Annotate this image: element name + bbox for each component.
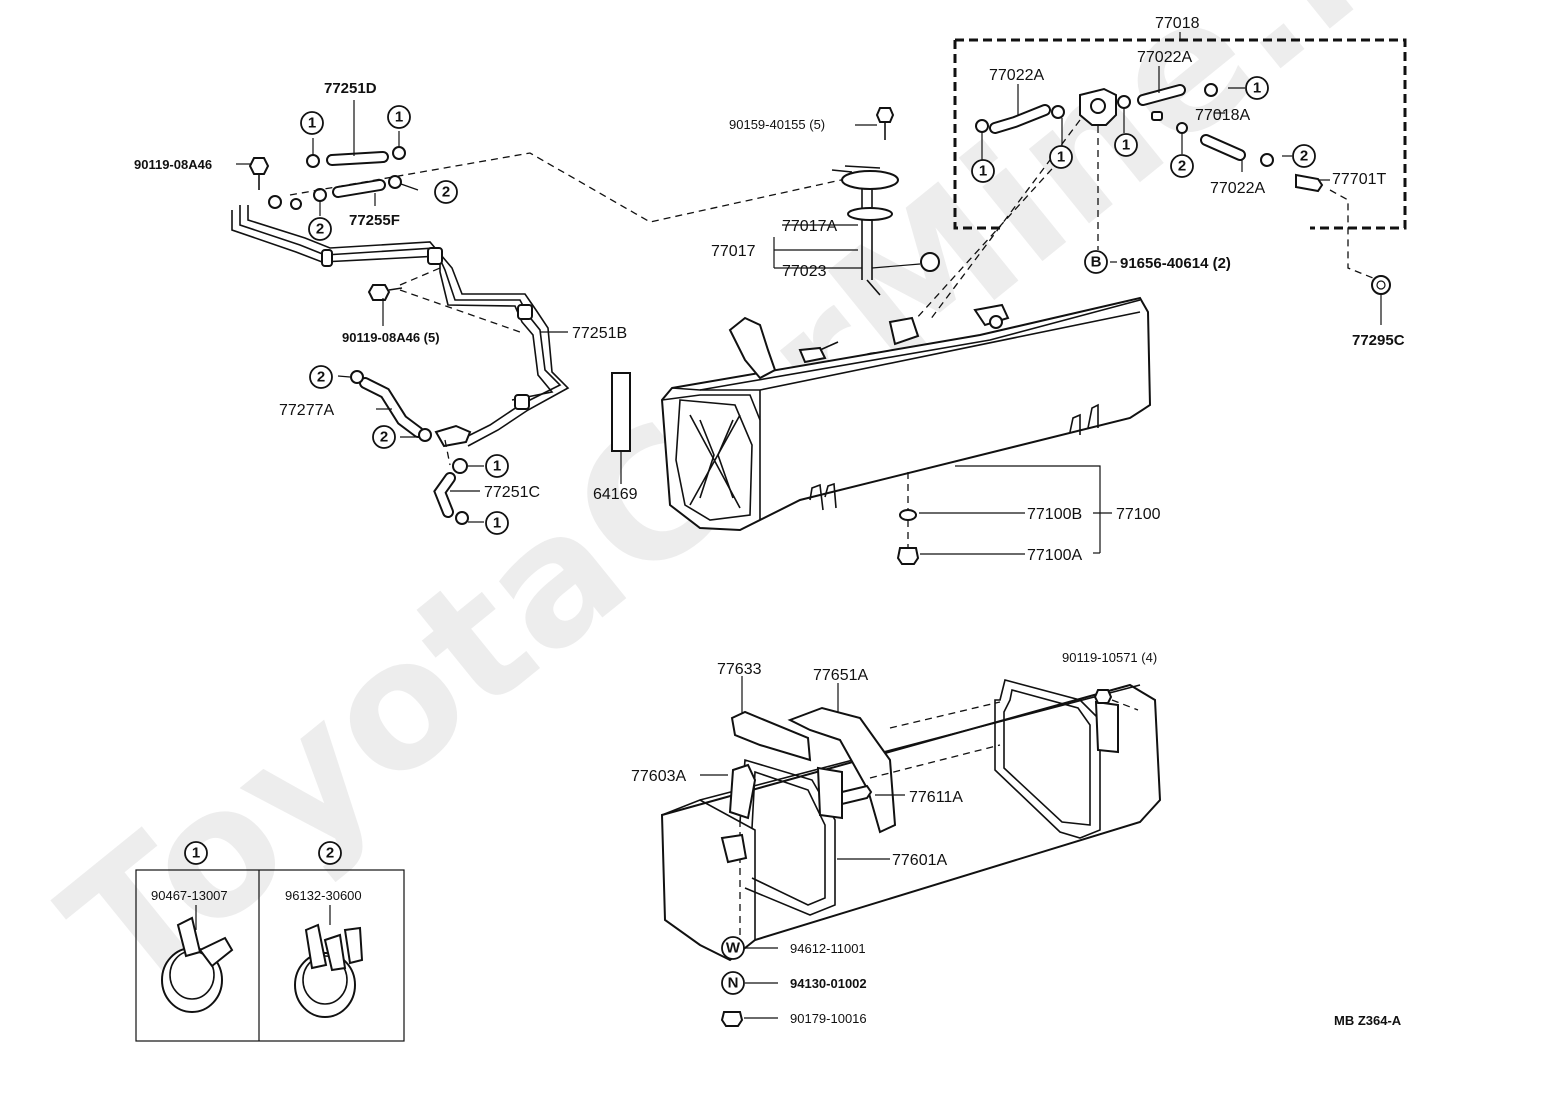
svg-text:2: 2	[380, 429, 388, 446]
label-77017A: 77017A	[782, 218, 837, 235]
legend-marker-2: 2	[318, 841, 342, 865]
label-91656-40614: 91656-40614 (2)	[1120, 255, 1231, 272]
svg-text:2: 2	[442, 184, 450, 201]
svg-text:1: 1	[308, 115, 316, 132]
label-77277A: 77277A	[279, 402, 334, 419]
label-94130-01002: 94130-01002	[790, 976, 867, 991]
legend-marker-1: 1	[184, 841, 208, 865]
label-77100: 77100	[1116, 506, 1161, 523]
label-90159-40155: 90159-40155 (5)	[729, 117, 825, 132]
label-94612-11001: 94612-11001	[790, 941, 866, 956]
marker-1-b: 1	[387, 105, 411, 129]
label-77022A-left: 77022A	[989, 67, 1044, 84]
svg-text:W: W	[726, 940, 741, 957]
label-77601A: 77601A	[892, 852, 947, 869]
label-77633: 77633	[717, 661, 762, 678]
marker-2-e: 2	[1170, 154, 1194, 178]
vent-assembly	[914, 32, 1407, 325]
marker-1-g: 1	[1114, 133, 1138, 157]
fuel-line-assembly	[231, 100, 851, 525]
label-90119-08A46-5: 90119-08A46 (5)	[342, 330, 440, 345]
label-90119-10571: 90119-10571 (4)	[1062, 650, 1157, 665]
svg-text:1: 1	[192, 845, 200, 862]
label-77611A: 77611A	[909, 789, 963, 806]
svg-text:2: 2	[1178, 158, 1186, 175]
label-77100A: 77100A	[1027, 547, 1082, 564]
label-77017: 77017	[711, 243, 756, 260]
marker-1-h: 1	[1245, 76, 1269, 100]
label-77651A: 77651A	[813, 667, 868, 684]
svg-text:2: 2	[1300, 148, 1308, 165]
label-90179-10016: 90179-10016	[790, 1011, 867, 1026]
marker-w: W	[721, 936, 745, 960]
svg-text:B: B	[1091, 254, 1102, 271]
marker-1-c: 1	[485, 454, 509, 478]
marker-2-d: 2	[372, 425, 396, 449]
marker-b: B	[1084, 250, 1108, 274]
label-77100B: 77100B	[1027, 506, 1082, 523]
fuel-tank	[660, 296, 1152, 565]
label-77018A: 77018A	[1195, 107, 1250, 124]
label-77701T: 77701T	[1332, 171, 1386, 188]
svg-text:1: 1	[493, 515, 501, 532]
svg-text:1: 1	[979, 163, 987, 180]
svg-text:1: 1	[1253, 80, 1261, 97]
label-77251C: 77251C	[484, 484, 540, 501]
clamp-type-2-icon	[294, 923, 364, 1018]
svg-text:N: N	[728, 975, 739, 992]
marker-n: N	[721, 971, 745, 995]
clamp-legend: 1 2 90467-13007 96132-30600	[135, 841, 405, 1042]
label-77251D: 77251D	[324, 80, 377, 97]
marker-1-e: 1	[971, 159, 995, 183]
tank-mounting-assembly	[660, 676, 1162, 1027]
legend-clamp2-part: 96132-30600	[285, 888, 362, 903]
label-77255F: 77255F	[349, 212, 400, 229]
marker-1-f: 1	[1049, 145, 1073, 169]
svg-text:1: 1	[493, 458, 501, 475]
drawing-code: MB Z364-A	[1334, 1013, 1402, 1028]
marker-1-d: 1	[485, 511, 509, 535]
svg-text:2: 2	[326, 845, 334, 862]
label-77018: 77018	[1155, 15, 1200, 32]
label-77603A: 77603A	[631, 768, 686, 785]
marker-1-a: 1	[300, 111, 324, 135]
legend-clamp1-part: 90467-13007	[151, 888, 228, 903]
svg-text:1: 1	[1057, 149, 1065, 166]
label-77022A-mid: 77022A	[1137, 49, 1192, 66]
svg-text:2: 2	[317, 369, 325, 386]
label-77023: 77023	[782, 263, 827, 280]
label-77022A-low: 77022A	[1210, 180, 1265, 197]
label-90119-08A46: 90119-08A46	[134, 157, 212, 172]
label-64169: 64169	[593, 486, 638, 503]
label-77295C: 77295C	[1352, 332, 1405, 349]
marker-2-b: 2	[434, 180, 458, 204]
svg-text:1: 1	[1122, 137, 1130, 154]
clamp-type-1-icon	[161, 916, 234, 1013]
label-77251B: 77251B	[572, 325, 627, 342]
svg-text:1: 1	[395, 109, 403, 126]
marker-2-a: 2	[308, 217, 332, 241]
marker-2-c: 2	[309, 365, 333, 389]
marker-2-f: 2	[1292, 144, 1316, 168]
svg-text:2: 2	[316, 221, 324, 238]
